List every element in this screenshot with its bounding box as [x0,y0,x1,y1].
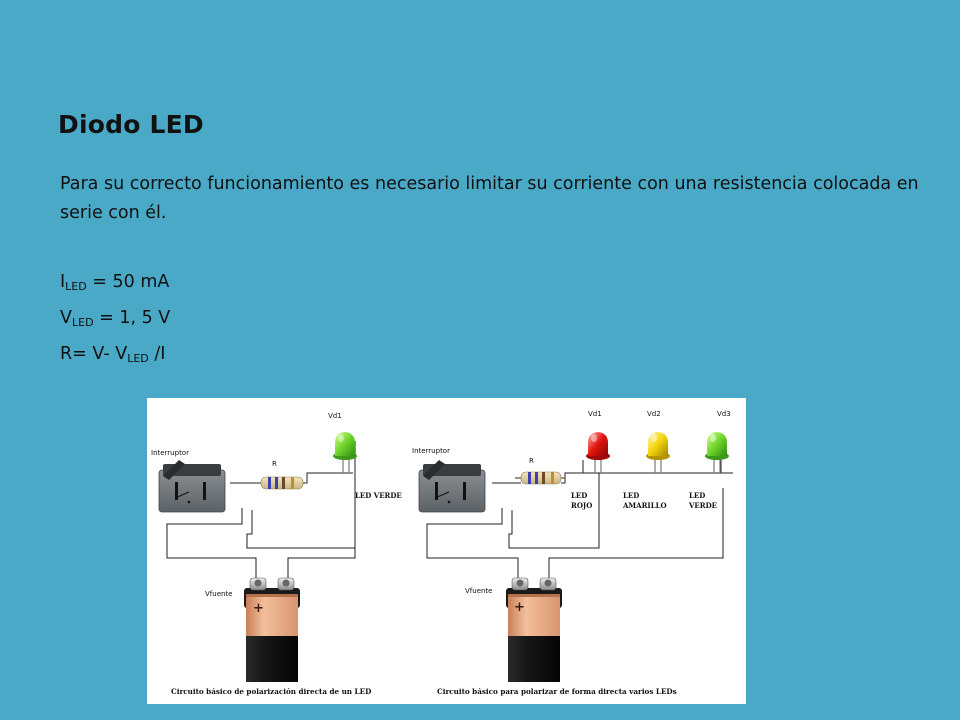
left-led-name: LED VERDE [355,491,402,500]
formula-voltage-subscript: LED [71,316,94,329]
right-led-3-name-line1: LED [689,491,705,500]
formula-current-value: = 50 mA [86,272,170,292]
right-resistor [515,471,565,485]
right-led-red [586,432,610,473]
left-battery: + [244,577,300,682]
formula-voltage-symbol: V [60,308,72,328]
right-circuit: Interruptor R Vd1 LED ROJO [412,410,733,696]
left-led-green [333,432,357,473]
formula-current: ILED = 50 mA [60,270,169,299]
formula-resistance-subscript: LED [127,352,149,365]
formula-resistance-rhs: /I [148,344,166,364]
left-resistor [255,476,307,490]
right-source-label: Vfuente [465,587,492,595]
circuit-diagram-panel: Interruptor R Vd1 LED VERDE [147,398,746,704]
right-led-2-name-line1: LED [623,491,639,500]
right-led-2-name-line2: AMARILLO [622,501,667,510]
left-wiring [166,441,356,580]
right-switch [418,460,486,513]
formula-current-subscript: LED [65,280,87,293]
left-switch-label: Interruptor [151,449,189,457]
left-led-id: Vd1 [328,412,342,420]
right-led-3-id: Vd3 [717,410,731,418]
right-led-1-name-line2: ROJO [571,501,592,510]
right-led-1-id: Vd1 [588,410,602,418]
slide-title: Diodo LED [58,110,204,139]
left-resistor-label: R [272,460,277,468]
formula-voltage-value: = 1, 5 V [93,308,171,328]
right-led-yellow [646,432,670,473]
left-switch [158,460,226,513]
formula-resistance: R= V- VLED /I [60,342,165,371]
formula-current-symbol: I [60,272,66,292]
left-battery-plus-sign: + [253,601,264,616]
slide-description: Para su correcto funcionamiento es neces… [60,174,919,223]
right-led-1-name-line1: LED [571,491,587,500]
formula-resistance-lhs: R= V- V [60,344,128,364]
right-led-3-name-line2: VERDE [688,501,717,510]
left-circuit: Interruptor R Vd1 LED VERDE [151,412,402,696]
formula-voltage: VLED = 1, 5 V [60,306,170,335]
left-caption: Circuito básico de polarización directa … [171,687,371,696]
right-battery: + [506,577,562,682]
right-caption: Circuito básico para polarizar de forma … [437,687,677,696]
right-led-green [705,432,729,473]
right-switch-label: Interruptor [412,447,450,455]
left-source-label: Vfuente [205,590,232,598]
circuit-diagram: Interruptor R Vd1 LED VERDE [151,410,733,696]
right-led-2-id: Vd2 [647,410,661,418]
right-battery-plus-sign: + [514,600,525,615]
right-resistor-label: R [529,457,534,465]
